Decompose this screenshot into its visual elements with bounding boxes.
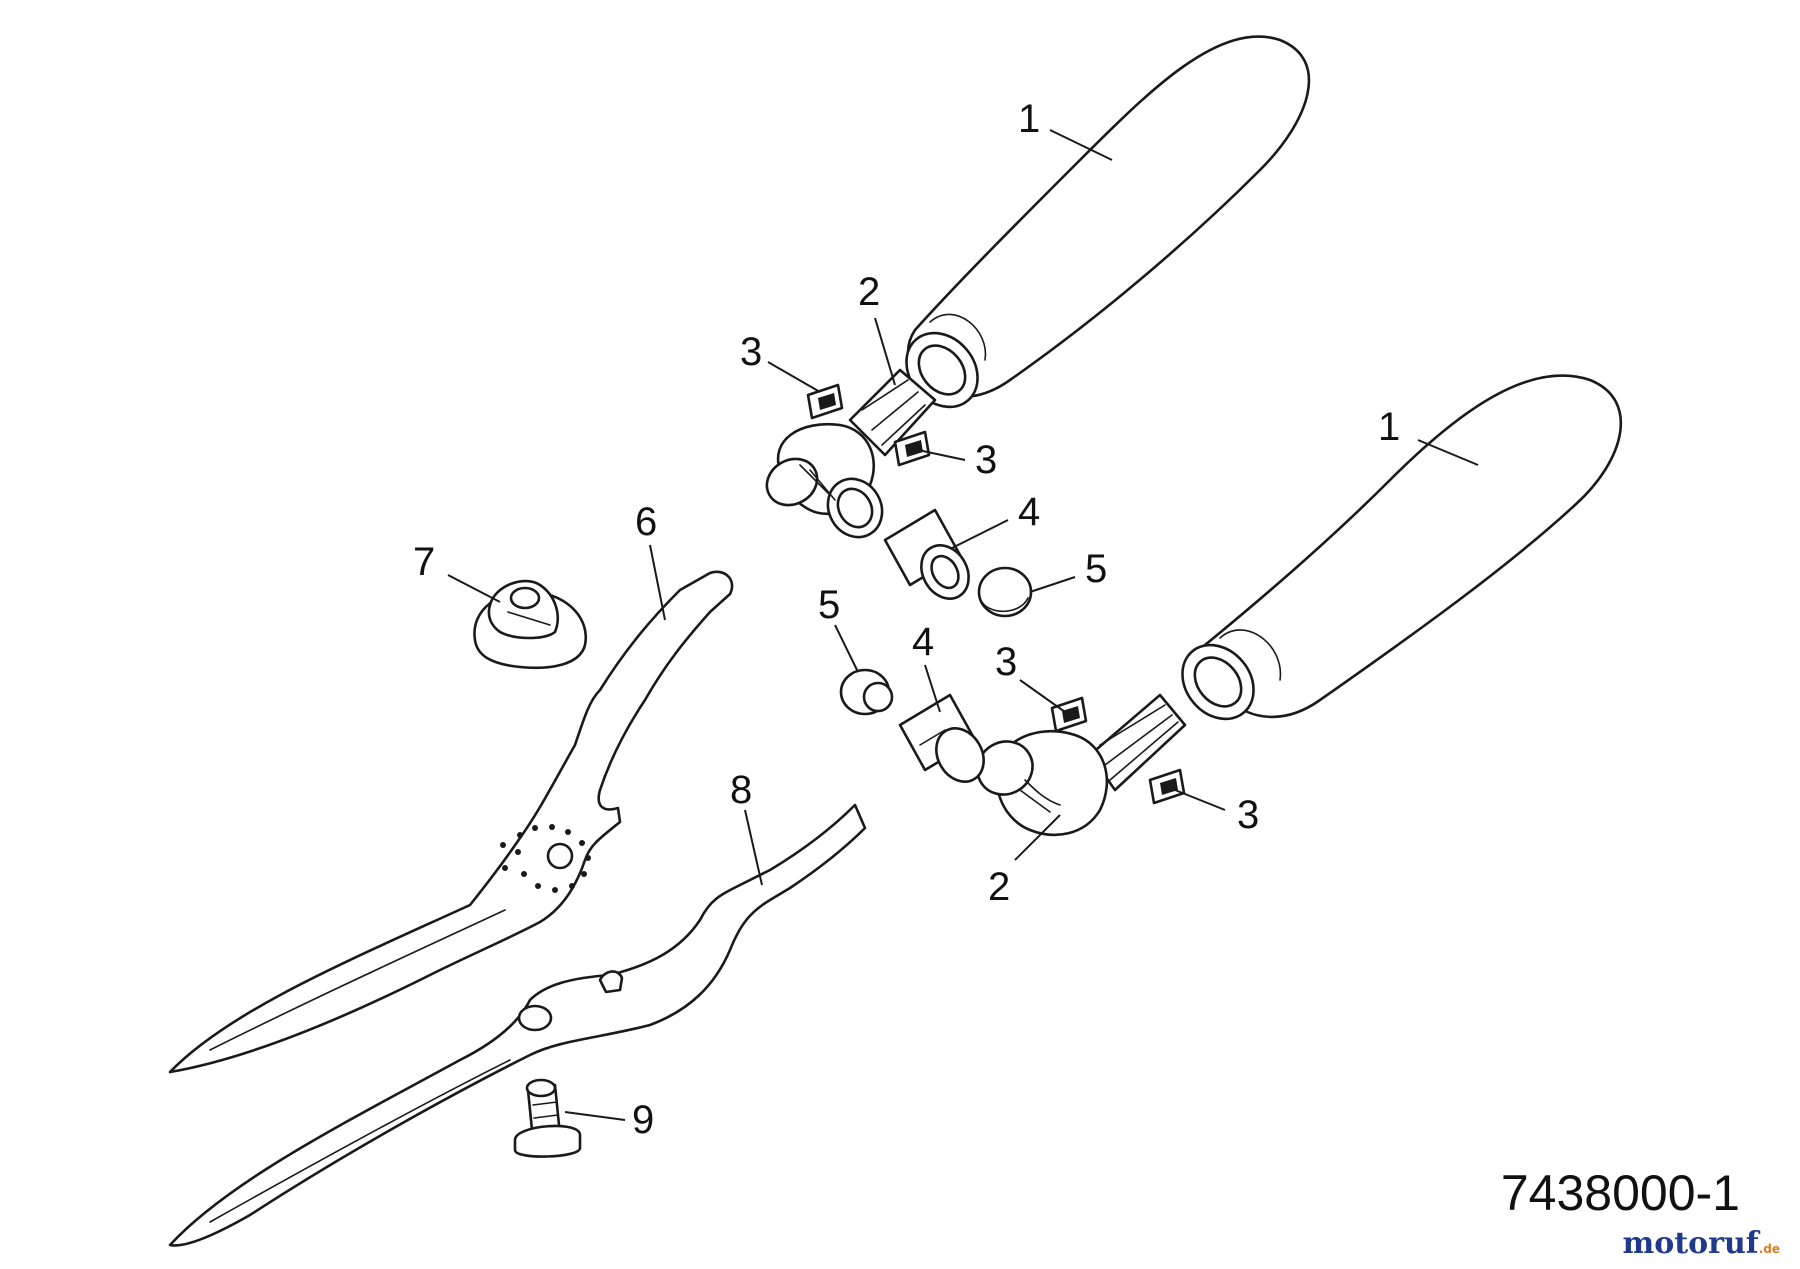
clip-lower-right [1148, 768, 1186, 805]
watermark-suffix: .de [1759, 1242, 1780, 1256]
handle-upper [905, 35, 1311, 409]
leader-lines [447, 129, 1479, 1121]
sleeve-upper [883, 508, 970, 600]
callout-pivot-bolt: 9 [632, 1098, 654, 1142]
callout-labels: 1 1 2 2 3 3 3 3 4 4 5 5 6 7 8 9 [413, 97, 1400, 1142]
lower-blade [168, 803, 867, 1247]
callout-handle-lower: 1 [1378, 405, 1400, 449]
callout-pivot-nut: 7 [413, 540, 435, 584]
callout-upper-blade: 6 [635, 500, 657, 544]
watermark-logo: motoruf.de [1623, 1226, 1780, 1261]
upper-blade [168, 570, 734, 1074]
buffer-upper [977, 566, 1033, 618]
callout-clip-upper-right: 3 [975, 438, 997, 482]
callout-sleeve-upper: 4 [1018, 490, 1040, 534]
pivot-nut [473, 579, 588, 670]
svg-text:motoruf.de: motoruf.de [1623, 1226, 1780, 1261]
clip-upper-right [893, 430, 931, 467]
callout-buffer-lower: 5 [818, 583, 840, 627]
handle-socket-lower [976, 693, 1187, 837]
callout-handle-upper: 1 [1018, 97, 1040, 141]
callout-buffer-upper: 5 [1085, 547, 1107, 591]
watermark-text: motoruf [1623, 1226, 1761, 1261]
callout-handle-socket-upper: 2 [858, 270, 880, 314]
clip-upper-left [806, 383, 844, 420]
callout-clip-lower-right: 3 [1237, 793, 1259, 837]
callout-clip-upper-left: 3 [740, 330, 762, 374]
callout-sleeve-lower: 4 [912, 620, 934, 664]
callout-handle-socket-lower: 2 [988, 865, 1010, 909]
callout-clip-lower-top: 3 [995, 640, 1017, 684]
drawing-number: 7438000-1 [1501, 1165, 1740, 1221]
sleeve-lower [898, 693, 985, 783]
callout-lower-blade: 8 [730, 768, 752, 812]
handle-socket-upper [765, 368, 937, 539]
buffer-lower [839, 668, 894, 716]
handle-lower [1181, 374, 1623, 721]
clip-lower-top [1050, 696, 1088, 733]
pivot-bolt [513, 1078, 582, 1158]
